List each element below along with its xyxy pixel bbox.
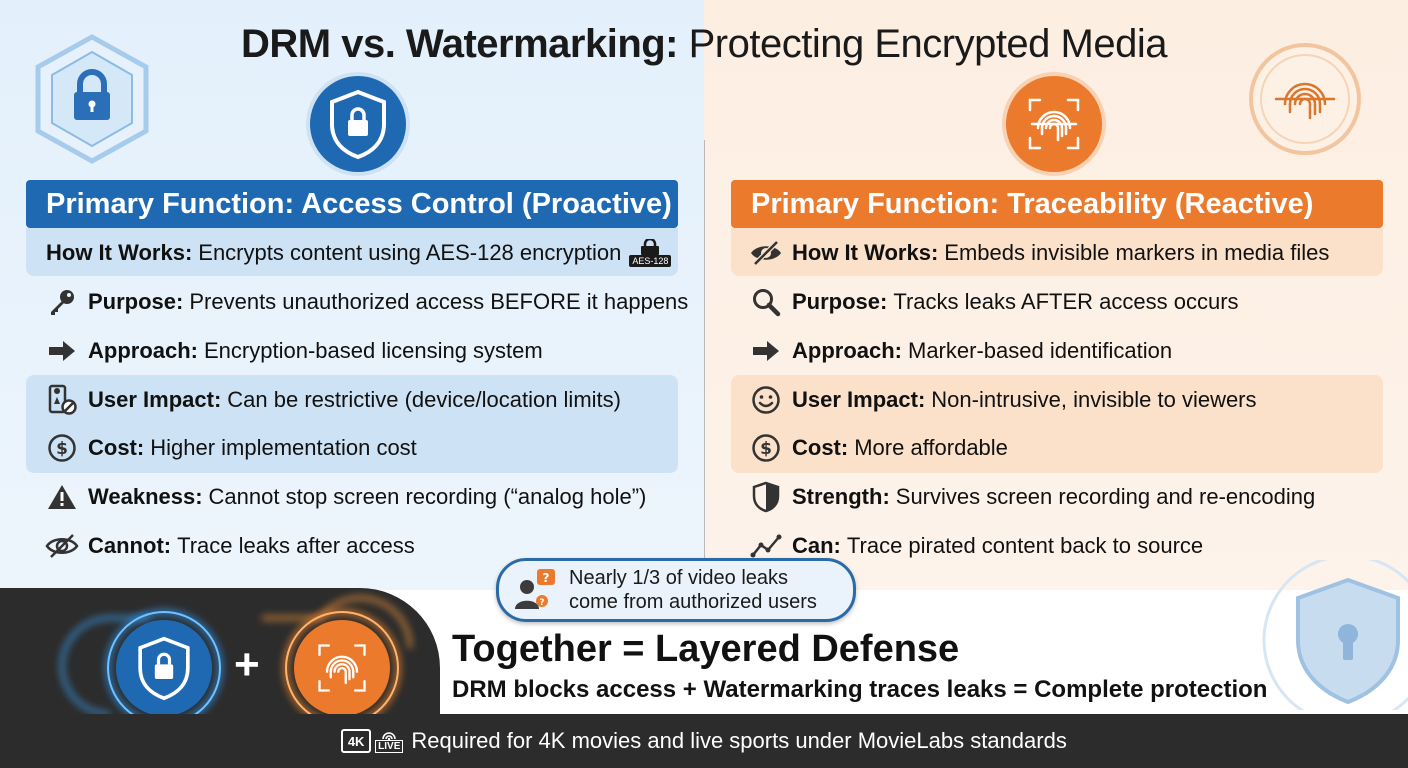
drm-band-mid [26,375,678,473]
row-label: Can: [792,533,841,558]
svg-text:?: ? [539,598,544,608]
row-text: Can be restrictive (device/location limi… [227,387,621,412]
together-title: Together = Layered Defense [452,628,960,670]
watermark-row-cost: $ Cost:More affordable [748,428,1008,468]
phone-restricted-icon [44,382,80,418]
row-label: Purpose: [792,289,888,314]
drm-shield-icon [310,76,406,172]
drm-row-weakness: Weakness:Cannot stop screen recording (“… [44,477,646,517]
magnifier-icon [748,284,784,320]
fingerprint-outline-icon [1248,42,1362,156]
footer-text: Required for 4K movies and live sports u… [411,728,1067,753]
row-text: Survives screen recording and re-encodin… [895,484,1316,509]
drm-row-approach: Approach:Encryption-based licensing syst… [44,331,543,371]
watermark-row-strength: Strength:Survives screen recording and r… [748,477,1315,517]
row-label: Weakness: [88,484,203,509]
svg-text:$: $ [760,439,772,459]
page-title: DRM vs. Watermarking: Protecting Encrypt… [0,22,1408,67]
shield-icon [748,479,784,515]
combined-fingerprint-icon [294,620,390,716]
together-subtitle: DRM blocks access + Watermarking traces … [452,676,1268,703]
title-rest: Protecting Encrypted Media [678,22,1168,66]
row-text: Cannot stop screen recording (“analog ho… [208,484,647,509]
svg-text:$: $ [56,439,68,459]
row-text: Marker-based identification [908,338,1173,363]
row-text: Embeds invisible markers in media files [944,240,1330,265]
aes-badge-icon: AES-128 [629,239,672,267]
dollar-icon: $ [44,430,80,466]
callout-line2: come from authorized users [569,591,817,613]
watermark-row-approach: Approach:Marker-based identification [748,331,1172,371]
drm-band-top [26,228,678,276]
title-bold: DRM vs. Watermarking: [241,22,679,66]
row-label: Cost: [792,435,849,460]
plus-sign: + [234,640,260,689]
watermark-row-user-impact: User Impact:Non-intrusive, invisible to … [748,380,1257,420]
watermark-row-can: Can:Trace pirated content back to source [748,526,1203,566]
watermark-band-top [731,228,1383,276]
warning-icon [44,479,80,515]
callout-line1: Nearly 1/3 of video leaks [569,567,789,589]
eye-slash-icon [748,235,784,271]
4k-badge-icon: 4K [341,729,372,753]
row-label: Approach: [792,338,902,363]
row-text: Higher implementation cost [150,435,417,460]
watermark-row-how: How It Works:Embeds invisible markers in… [748,233,1329,273]
row-text: Prevents unauthorized access BEFORE it h… [189,289,689,314]
row-text: Trace pirated content back to source [846,533,1204,558]
row-label: Purpose: [88,289,184,314]
smiley-icon [748,382,784,418]
row-label: Cost: [88,435,145,460]
row-text: More affordable [854,435,1008,460]
row-text: Trace leaks after access [177,533,415,558]
row-label: User Impact: [88,387,222,412]
leak-statistic-callout: ? ? Nearly 1/3 of video leaks come from … [496,558,856,622]
row-text: Non-intrusive, invisible to viewers [931,387,1257,412]
hexagon-lock-icon [34,34,150,164]
drm-row-cost: $ Cost:Higher implementation cost [44,428,417,468]
eye-slash-icon [44,528,80,564]
combined-shield-icon [116,620,212,716]
live-badge-label: LIVE [375,739,404,753]
drm-row-purpose: Purpose:Prevents unauthorized access BEF… [44,282,688,322]
row-text: Encrypts content using AES-128 encryptio… [198,240,622,265]
arrow-right-icon [748,333,784,369]
aes-badge-label: AES-128 [629,255,672,267]
row-label: How It Works: [792,240,939,265]
row-label: Strength: [792,484,890,509]
dollar-icon: $ [748,430,784,466]
row-text: Tracks leaks AFTER access occurs [893,289,1239,314]
trend-line-icon [748,528,784,564]
drm-header: Primary Function: Access Control (Proact… [26,180,678,228]
live-badge-icon: LIVE [375,730,404,753]
drm-row-user-impact: User Impact:Can be restrictive (device/l… [44,380,621,420]
svg-text:?: ? [543,571,550,585]
watermark-band-mid [731,375,1383,473]
faded-shield-icon [1252,554,1408,726]
drm-row-how: How It Works:Encrypts content using AES-… [46,233,672,273]
row-text: Encryption-based licensing system [204,338,543,363]
row-label: Approach: [88,338,198,363]
watermark-row-purpose: Purpose:Tracks leaks AFTER access occurs [748,282,1239,322]
row-label: Cannot: [88,533,172,558]
footer-bar: 4K LIVE Required for 4K movies and live … [0,714,1408,768]
center-divider [704,140,705,580]
drm-row-cannot: Cannot:Trace leaks after access [44,526,415,566]
watermark-header: Primary Function: Traceability (Reactive… [731,180,1383,228]
row-label: How It Works: [46,240,193,265]
user-question-icon: ? ? [513,567,559,613]
arrow-right-icon [44,333,80,369]
row-label: User Impact: [792,387,926,412]
key-icon [44,284,80,320]
watermark-fingerprint-icon [1006,76,1102,172]
